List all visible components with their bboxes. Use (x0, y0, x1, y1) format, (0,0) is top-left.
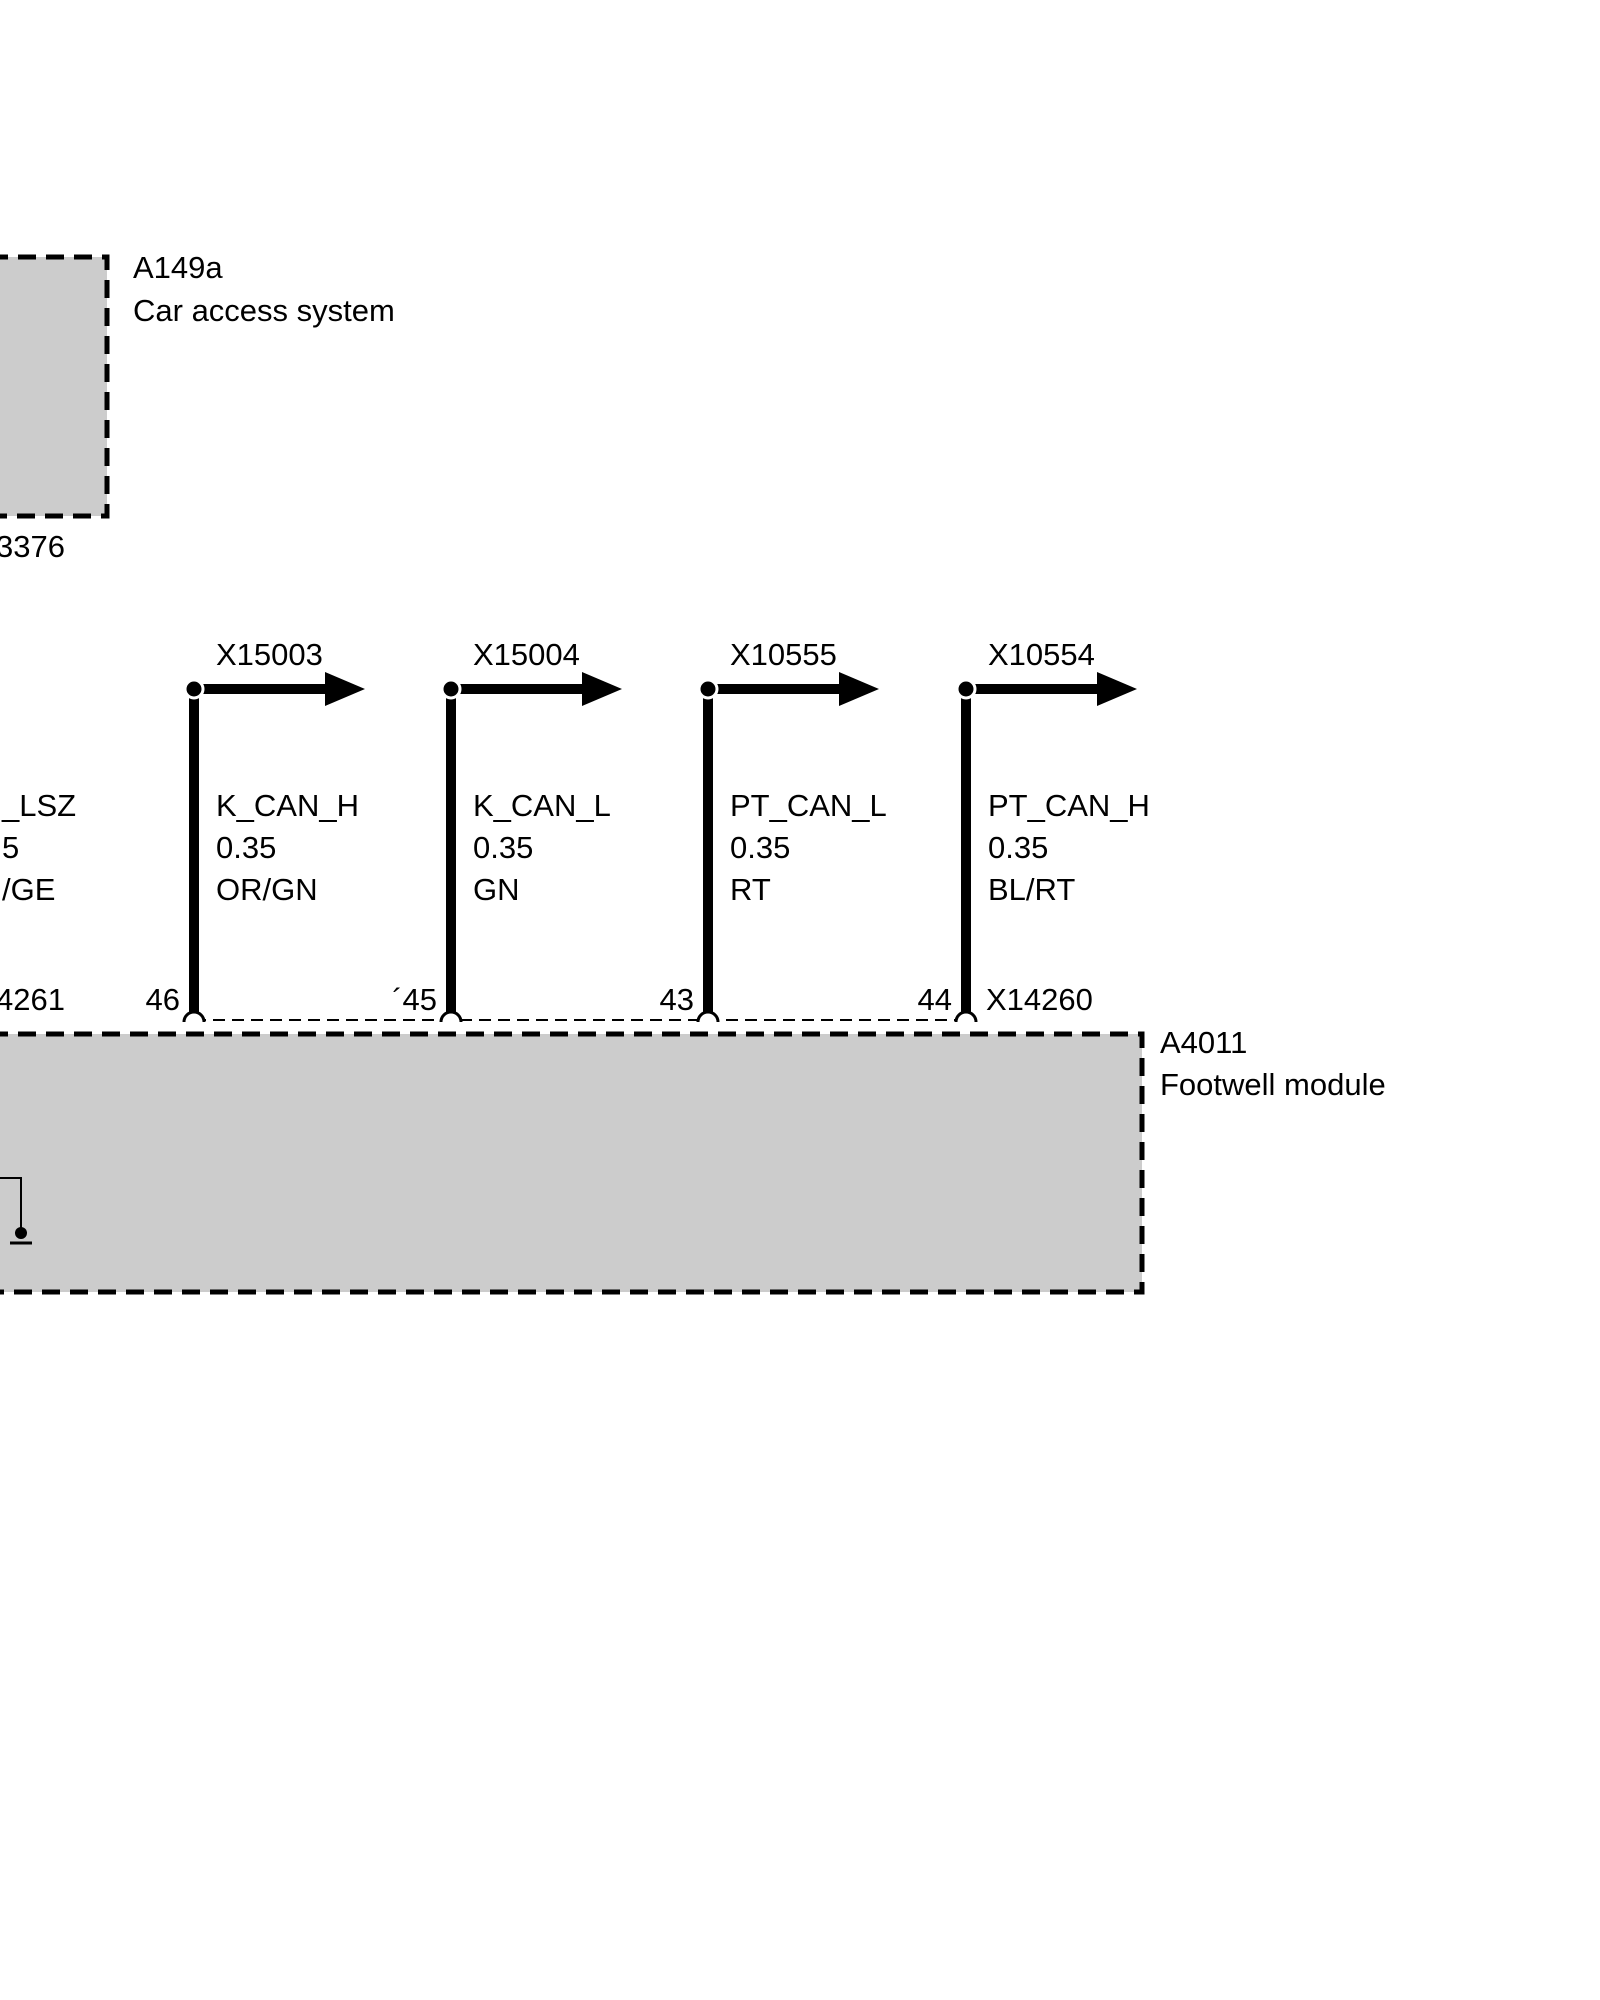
junction-dot (955, 678, 977, 700)
footwell-module-name: Footwell module (1160, 1067, 1386, 1102)
gauge-label: 0.35 (216, 830, 276, 865)
junction-dot (440, 678, 462, 700)
left-wire-signal: _LSZ (1, 788, 76, 823)
left-wire-gauge: 5 (2, 830, 19, 865)
footwell-connector: X14260 (986, 982, 1093, 1017)
car-access-system-box (0, 254, 110, 519)
footwell-module-id: A4011 (1160, 1025, 1247, 1060)
color-label: RT (730, 872, 771, 907)
gauge-label: 0.35 (730, 830, 790, 865)
gauge-label: 0.35 (473, 830, 533, 865)
pin-contact (696, 1010, 720, 1023)
signal-label: PT_CAN_H (988, 788, 1150, 823)
connector-label: X15003 (216, 637, 323, 672)
car-access-system-id: A149a (133, 250, 223, 285)
ground-symbol-icon (0, 1177, 32, 1245)
signal-label: K_CAN_H (216, 788, 359, 823)
junction-dot (183, 678, 205, 700)
color-label: OR/GN (216, 872, 318, 907)
color-label: BL/RT (988, 872, 1075, 907)
arrow-right-icon (1097, 672, 1137, 706)
pin-label: 43 (660, 982, 694, 1017)
connector-label: X10554 (988, 637, 1095, 672)
signal-label: PT_CAN_L (730, 788, 887, 823)
car-access-system-name: Car access system (133, 293, 395, 328)
left-wire-color: /GE (2, 872, 55, 907)
pin-contact (954, 1010, 978, 1023)
junction-dot (697, 678, 719, 700)
pin-contact (439, 1010, 463, 1023)
gauge-label: 0.35 (988, 830, 1048, 865)
signal-label: K_CAN_L (473, 788, 611, 823)
pin-contact (182, 1010, 206, 1023)
connector-label: X10555 (730, 637, 837, 672)
arrow-right-icon (325, 672, 365, 706)
pin-label: ´45 (392, 982, 437, 1017)
arrow-right-icon (839, 672, 879, 706)
left-wire-connector: 4261 (0, 982, 65, 1017)
pin-label: 46 (146, 982, 180, 1017)
car-access-system-connector: 3376 (0, 529, 65, 564)
footwell-module-box (0, 1031, 1145, 1295)
connector-label: X15004 (473, 637, 580, 672)
color-label: GN (473, 872, 520, 907)
arrow-right-icon (582, 672, 622, 706)
pin-label: 44 (918, 982, 952, 1017)
